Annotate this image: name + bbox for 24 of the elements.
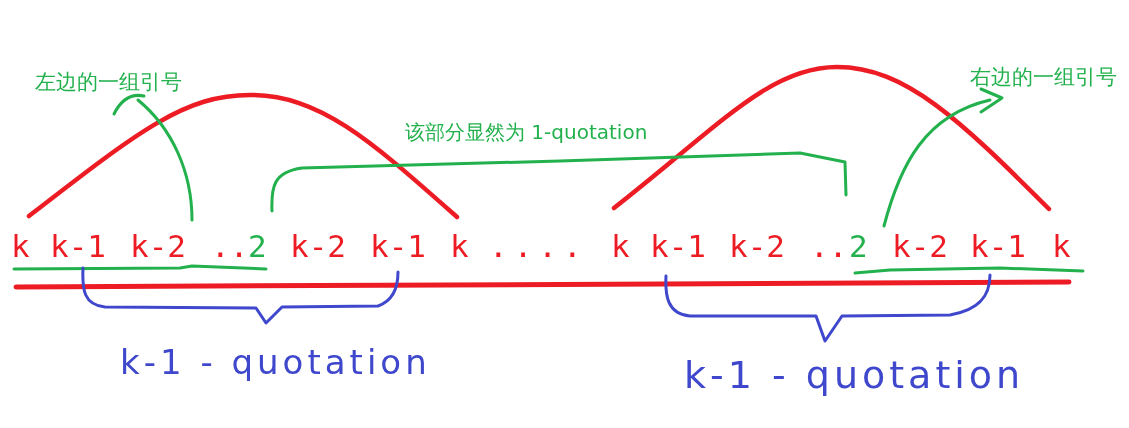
handwritten-digit: 2 bbox=[849, 231, 868, 262]
brace-label: k-1 - quotation bbox=[120, 345, 431, 379]
sequence-term: k-1 bbox=[370, 231, 426, 262]
ellipsis: .. bbox=[211, 231, 249, 262]
annotation-text: 左边的一组引号 bbox=[35, 72, 182, 93]
sequence-term: k-2 bbox=[130, 231, 186, 262]
ellipsis: .. bbox=[810, 231, 848, 262]
bracket-label: 该部分显然为 1-quotation bbox=[405, 122, 648, 142]
handwritten-digit: 2 bbox=[248, 231, 267, 262]
sequence-term: k-2 bbox=[290, 231, 346, 262]
sequence-term: k-2 bbox=[729, 231, 785, 262]
annotation-text: 右边的一组引号 bbox=[970, 67, 1117, 88]
ellipsis: .... bbox=[489, 231, 588, 262]
sequence-term: k bbox=[611, 231, 630, 262]
curved-arrow bbox=[882, 87, 1004, 228]
sequence-term: k-1 bbox=[650, 231, 706, 262]
sequence-term: k bbox=[1052, 231, 1071, 262]
sequence-term: k-1 bbox=[970, 231, 1026, 262]
sequence-term: k bbox=[11, 231, 30, 262]
sequence-term: k-2 bbox=[892, 231, 948, 262]
curved-line bbox=[136, 98, 194, 222]
sequence-term: k-1 bbox=[50, 231, 106, 262]
brace-label: k-1 - quotation bbox=[684, 356, 1025, 394]
sequence-term: k bbox=[450, 231, 469, 262]
